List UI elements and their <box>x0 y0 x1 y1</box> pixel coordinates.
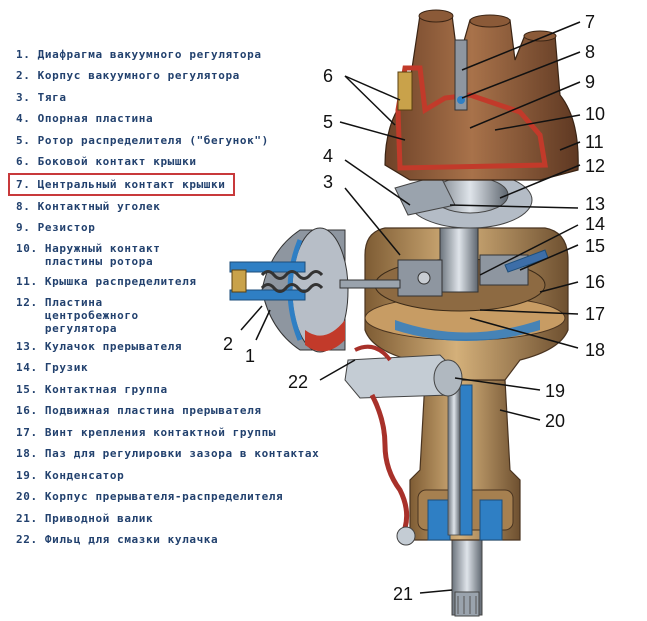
callout-15: 15 <box>585 236 605 256</box>
legend-item-4: 4. Опорная пластина <box>16 112 154 125</box>
callout-14: 14 <box>585 214 605 234</box>
vacuum-regulator <box>229 227 401 353</box>
callout-6: 6 <box>323 66 333 86</box>
callout-8: 8 <box>585 42 595 62</box>
legend-item-19: 19. Конденсатор <box>16 469 125 482</box>
callout-7: 7 <box>585 12 595 32</box>
callout-2: 2 <box>223 334 233 354</box>
legend-item-3: 3. Тяга <box>16 91 67 104</box>
legend-item-17: 17. Винт крепления контактной группы <box>16 426 277 439</box>
callout-21: 21 <box>393 584 413 604</box>
legend-item-6: 6. Боковой контакт крышки <box>16 155 197 168</box>
legend-item-2: 2. Корпус вакуумного регулятора <box>16 69 240 82</box>
distributor-cap <box>384 9 579 181</box>
callout-22: 22 <box>288 372 308 392</box>
callout-9: 9 <box>585 72 595 92</box>
legend-highlight-box <box>8 173 235 196</box>
callout-20: 20 <box>545 411 565 431</box>
callout-1: 1 <box>245 346 255 366</box>
callout-3: 3 <box>323 172 333 192</box>
callout-13: 13 <box>585 194 605 214</box>
callout-10: 10 <box>585 104 605 124</box>
condenser <box>344 344 463 546</box>
legend: 1. Диафрагма вакуумного регулятора 2. Ко… <box>8 48 320 546</box>
callout-4: 4 <box>323 146 333 166</box>
callout-numbers: 1 2 3 4 5 6 7 8 9 10 11 12 13 14 15 16 1… <box>223 12 605 604</box>
callout-16: 16 <box>585 272 605 292</box>
callout-17: 17 <box>585 304 605 324</box>
legend-item-7: 7. Центральный контакт крышки <box>16 178 226 191</box>
legend-item-22: 22. Фильц для смазки кулачка <box>16 533 219 546</box>
drive-shaft <box>451 534 483 617</box>
legend-item-21: 21. Приводной валик <box>16 512 154 525</box>
callout-18: 18 <box>585 340 605 360</box>
legend-item-13: 13. Кулачок прерывателя <box>16 340 183 353</box>
legend-item-11: 11. Крышка распределителя <box>16 275 197 288</box>
leader-lines <box>240 21 581 594</box>
legend-item-12: 12. Пластина центробежного регулятора <box>16 296 139 335</box>
callout-12: 12 <box>585 156 605 176</box>
legend-item-16: 16. Подвижная пластина прерывателя <box>16 404 262 417</box>
legend-item-18: 18. Паз для регулировки зазора в контакт… <box>16 447 320 460</box>
callout-11: 11 <box>585 132 604 152</box>
legend-item-1: 1. Диафрагма вакуумного регулятора <box>16 48 262 61</box>
legend-item-5: 5. Ротор распределителя ("бегунок") <box>16 134 269 147</box>
legend-item-8: 8. Контактный уголек <box>16 200 161 213</box>
legend-item-14: 14. Грузик <box>16 361 89 374</box>
callout-5: 5 <box>323 112 333 132</box>
lower-housing-shank <box>409 379 521 541</box>
callout-19: 19 <box>545 381 565 401</box>
legend-item-10: 10. Наружный контакт пластины ротора <box>16 242 161 268</box>
breaker-mechanism <box>374 227 549 312</box>
legend-item-20: 20. Корпус прерывателя-распределителя <box>16 490 284 503</box>
legend-item-9: 9. Резистор <box>16 221 96 234</box>
legend-item-15: 15. Контактная группа <box>16 383 168 396</box>
